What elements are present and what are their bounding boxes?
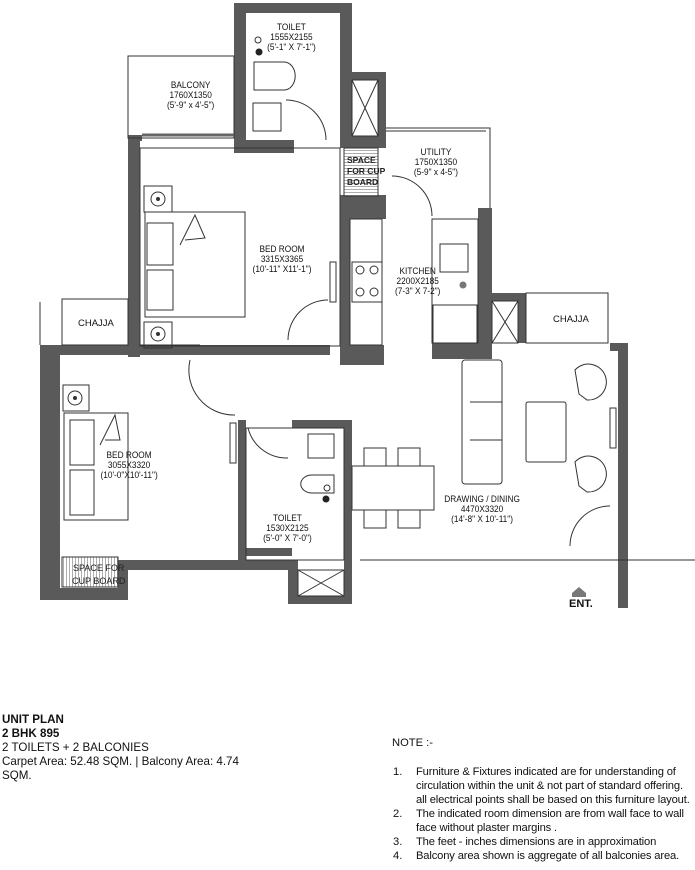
fixtures [67,36,467,503]
walls [40,3,628,608]
unit-area: Carpet Area: 52.48 SQM. | Balcony Area: … [2,755,239,768]
floor-plan-drawing [39,3,695,608]
cupboard-label-bottom: SPACE FOR CUP BOARD [72,563,126,586]
outlines [39,55,695,597]
room-label-utility: UTILITY 1750X1350 (5-9" x 4-5") [413,147,458,177]
chajja-label-right: CHAJJA [553,314,589,325]
unit-summary: 2 TOILETS + 2 BALCONIES [2,741,149,754]
unit-plan-title: UNIT PLAN [2,713,64,726]
note-item: 2. The indicated room dimension are from… [393,808,684,834]
room-label-bedroom-2: BED ROOM 3055X3320 (10'-0"X10'-11") [100,450,158,480]
note-item: 3. The feet - inches dimensions are in a… [393,836,657,848]
entrance-arrow-icon [572,587,586,597]
cupboard-label-top: SPACE FOR CUP BOARD [347,155,386,187]
room-label-kitchen: KITCHEN 2200X2185 (7-3" X 7-2") [394,266,441,296]
notes-section: NOTE :- 1. Furniture & Fixtures indicate… [392,736,692,863]
room-label-toilet-bottom: TOILET 1530X2125 (5'-0" X 7'-0") [263,513,312,543]
unit-type: 2 BHK 895 [2,727,60,740]
entrance-label: ENT. [569,598,593,610]
room-label-bedroom-1: BED ROOM 3315X3365 (10'-11" X11'-1") [252,244,312,274]
note-item: 4. Balcony area shown is aggregate of al… [393,850,680,862]
unit-info: UNIT PLAN 2 BHK 895 2 TOILETS + 2 BALCON… [2,713,239,783]
room-label-toilet-top: TOILET 1555X2155 (5'-1" X 7'-1") [267,22,316,52]
notes-header: NOTE :- [392,737,434,749]
floor-plan: TOILET 1555X2155 (5'-1" X 7'-1") BALCONY… [39,3,695,610]
note-item: 1. Furniture & Fixtures indicated are fo… [393,766,690,806]
unit-area-unit: SQM. [2,769,32,782]
room-label-balcony: BALCONY 1760X1350 (5'-9" x 4'-5") [167,80,215,110]
chajja-label-left: CHAJJA [78,318,114,329]
room-label-drawing-dining: DRAWING / DINING 4470X3320 (14'-8" X 10'… [444,494,520,524]
